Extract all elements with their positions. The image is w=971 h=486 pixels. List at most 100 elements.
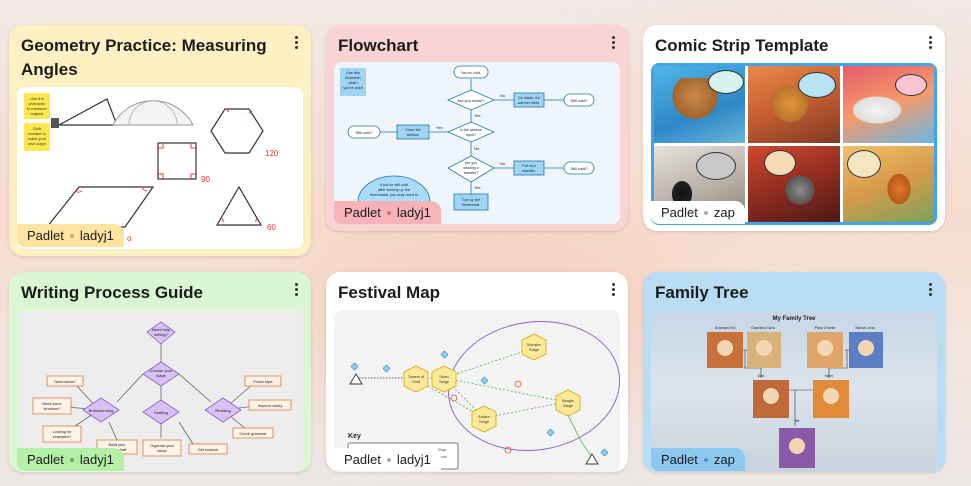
svg-text:Stage: Stage [439,380,449,384]
svg-text:Still cold?: Still cold? [570,166,588,171]
legend-title: Key [348,433,361,440]
comic-panel-raccoon [748,145,840,222]
card-thumbnail[interactable] [651,63,937,225]
card-title: Geometry Practice: Measuring Angles [21,36,267,79]
more-options-icon[interactable] [289,281,303,299]
card-comic-strip[interactable]: Comic Strip Template [643,25,945,231]
svg-text:You're cold.: You're cold. [461,70,482,75]
svg-text:Gold: Gold [412,380,420,384]
svg-text:Aviator: Aviator [478,415,490,419]
svg-text:Monster: Monster [527,343,541,347]
family-tree-thumbnail-svg: My Family Tree Grandpa Ted Grandma Nora … [707,316,883,468]
svg-text:Me: Me [795,419,800,423]
attribution-badge[interactable]: Padlet zap [651,201,745,224]
attribution-user: ladyj1 [79,228,114,243]
svg-text:No: No [500,161,506,166]
svg-text:Grandma Nora: Grandma Nora [751,326,775,330]
svg-text:Build your: Build your [109,443,127,447]
comic-grid [654,66,934,222]
attribution-brand: Padlet [344,452,381,467]
comic-panel-cat [748,66,840,143]
card-title: Family Tree [655,283,749,302]
card-geometry[interactable]: Geometry Practice: Measuring Angles Use … [9,25,311,256]
svg-text:Stage: Stage [529,348,539,352]
svg-text:stage: stage [156,373,167,378]
attribution-brand: Padlet [344,205,381,220]
sticky-note [24,123,50,151]
card-family-tree[interactable]: Family Tree My Family Tree Grandpa Ted G… [643,272,945,472]
attribution-badge[interactable]: Padlet zap [651,448,745,471]
svg-text:Brainstorming: Brainstorming [89,408,114,413]
more-options-icon[interactable] [923,34,937,52]
svg-text:Get unstuck: Get unstuck [198,448,218,452]
attribution-user: zap [713,452,735,467]
svg-text:Yes: Yes [474,113,481,118]
svg-text:Still cold?: Still cold? [570,98,588,103]
svg-text:Beagle: Beagle [562,399,574,403]
card-title: Comic Strip Template [655,36,829,55]
svg-text:Need some: Need some [42,402,61,406]
attribution-user: ladyj1 [79,452,114,467]
svg-text:Papa Charlie: Papa Charlie [815,326,836,330]
svg-text:Need help: Need help [152,327,171,332]
comic-panel-puppy [842,66,934,143]
svg-text:No: No [500,93,506,98]
attribution-user: ladyj1 [396,205,431,220]
angle-mark-90: 90 [201,175,210,184]
svg-text:Swan: Swan [439,375,449,379]
svg-text:Need ideas?: Need ideas? [54,380,75,384]
svg-text:structure?: structure? [44,407,61,411]
svg-text:Yes: Yes [436,125,443,130]
attribution-user: ladyj1 [396,452,431,467]
attribution-brand: Padlet [661,205,698,220]
attribution-user: zap [713,205,735,220]
card-title: Writing Process Guide [21,283,204,302]
svg-text:examples?: examples? [53,435,71,439]
svg-text:Are you inside?: Are you inside? [457,98,485,103]
svg-text:Stage: Stage [563,404,573,408]
svg-text:Drafting: Drafting [154,410,168,415]
svg-text:Stage: Stage [479,420,489,424]
card-thumbnail[interactable]: My Family Tree Grandpa Ted Grandma Nora … [651,310,937,472]
svg-text:Revising: Revising [215,408,230,413]
svg-text:Polish style: Polish style [253,380,272,384]
svg-text:Mama Lena: Mama Lena [856,326,875,330]
more-options-icon[interactable] [289,34,303,52]
comic-panel-squirrel [842,145,934,222]
svg-text:Still cold?: Still cold? [355,130,373,135]
svg-text:Stage: Stage [438,448,447,452]
more-options-icon[interactable] [606,34,620,52]
angle-mark-o: o [127,234,132,243]
attribution-badge[interactable]: Padlet ladyj1 [17,448,124,471]
card-title: Festival Map [338,283,441,302]
attribution-badge[interactable]: Padlet ladyj1 [334,448,441,471]
attribution-badge[interactable]: Padlet ladyj1 [334,201,441,224]
comic-panel-dog [654,66,746,143]
attribution-brand: Padlet [27,452,64,467]
more-options-icon[interactable] [606,281,620,299]
sticky-note [24,93,50,119]
card-title: Flowchart [338,36,419,55]
more-options-icon[interactable] [923,281,937,299]
svg-text:Route: Route [438,455,447,459]
attribution-brand: Padlet [661,452,698,467]
svg-text:Improve clarity: Improve clarity [258,404,283,408]
